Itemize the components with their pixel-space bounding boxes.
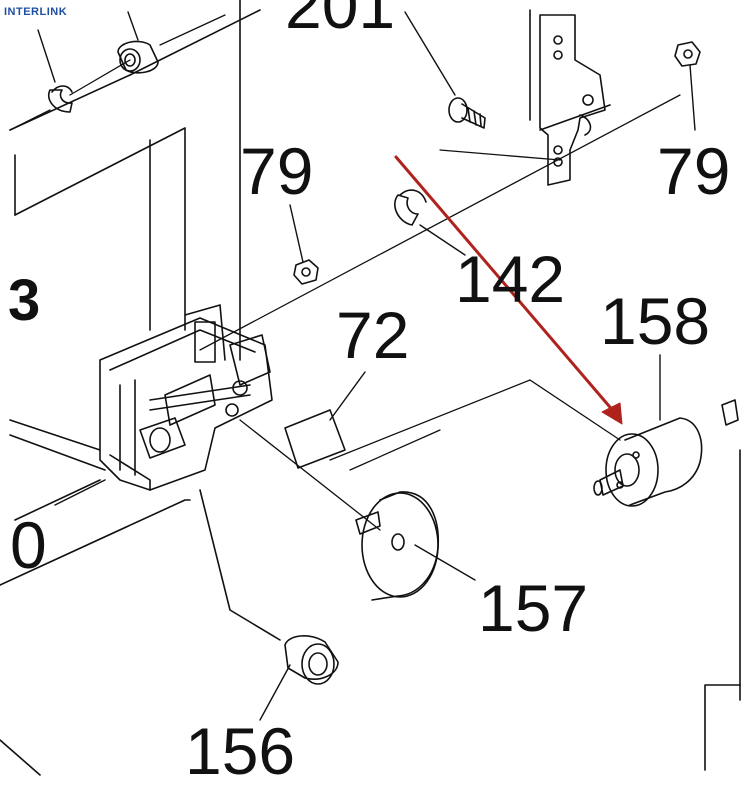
part-label-0: 0: [10, 508, 47, 582]
part-label-142: 142: [455, 242, 566, 316]
screw-part: [448, 97, 486, 129]
watermark-logo: INTERLINK: [4, 6, 68, 18]
highlight-arrow: [394, 155, 623, 425]
gear-disc-157: [355, 491, 440, 601]
label-sheet-72: [284, 409, 346, 469]
axis-lines: [9, 14, 681, 531]
motor-158: [593, 399, 739, 507]
bushing-156: [284, 635, 339, 685]
frame-lines: [0, 0, 741, 776]
mounting-bracket: [539, 14, 606, 186]
bushing-top-left: [117, 40, 159, 74]
e-clip-142: [394, 189, 427, 226]
part-label-72: 72: [336, 298, 410, 372]
part-label-201: 201: [285, 0, 396, 42]
part-label-79-right: 79: [657, 134, 731, 208]
part-label-79-middle: 79: [240, 134, 314, 208]
nut-middle: [293, 259, 319, 285]
part-label-158: 158: [600, 284, 711, 358]
part-label-3: 3: [8, 268, 41, 333]
e-clip-top-left: [48, 85, 73, 113]
leader-lines: [37, 11, 696, 721]
gear-housing: [99, 304, 273, 491]
part-label-157: 157: [478, 571, 589, 645]
part-label-156: 156: [185, 714, 296, 788]
nut-top-right: [674, 41, 701, 67]
